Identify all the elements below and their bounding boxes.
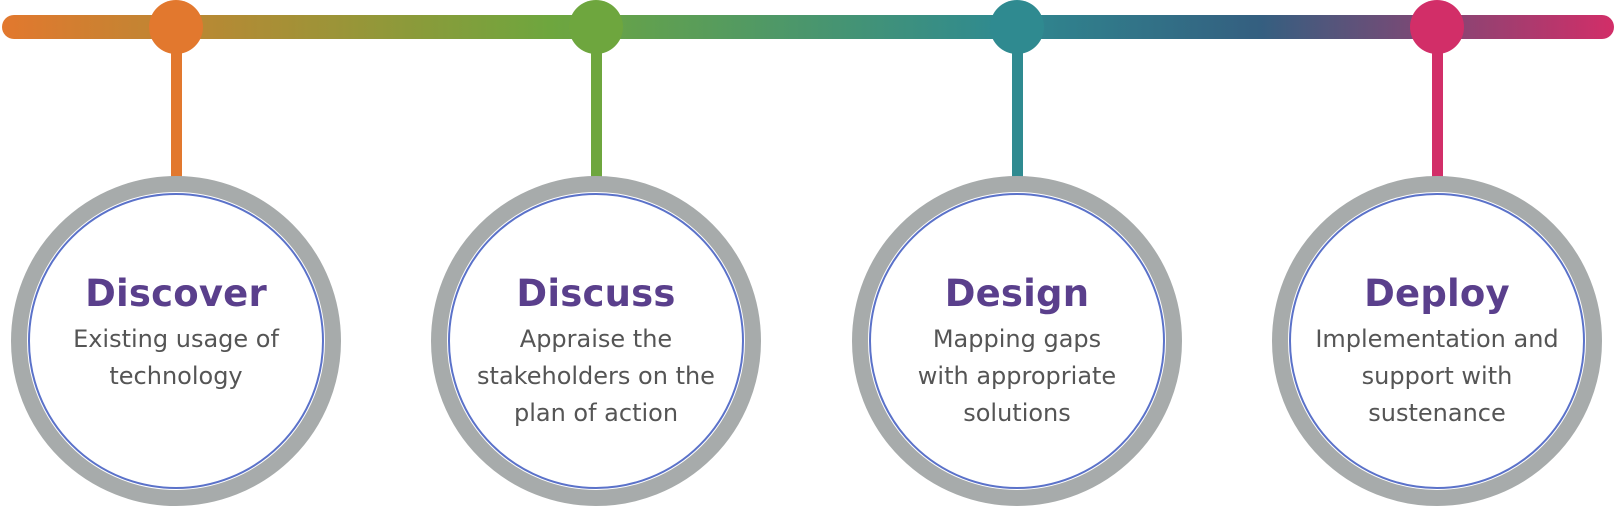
inner-border <box>448 193 744 489</box>
timeline-node <box>990 0 1044 54</box>
timeline-step-deploy <box>1272 0 1602 506</box>
description-line: sustenance <box>1368 399 1506 427</box>
timeline-bar <box>2 15 1614 39</box>
step-description: Mapping gaps with appropriate solutions <box>877 321 1157 432</box>
inner-border <box>1289 193 1585 489</box>
timeline-node <box>1410 0 1464 54</box>
description-line: solutions <box>963 399 1071 427</box>
step-discuss-text: Discuss Appraise the stakeholders on the… <box>456 270 736 432</box>
connector-stem <box>1012 40 1023 180</box>
connector-stem <box>171 40 182 180</box>
description-line: Appraise the <box>519 325 673 353</box>
step-title: Deploy <box>1364 272 1510 315</box>
description-line: Existing usage of <box>73 325 279 353</box>
description-line: plan of action <box>513 399 679 427</box>
description-line: technology <box>109 362 243 390</box>
timeline-step-discover <box>11 0 341 506</box>
description-line: Mapping gaps <box>932 325 1102 353</box>
step-title: Design <box>944 272 1090 315</box>
timeline-node <box>149 0 203 54</box>
description-line: with appropriate <box>917 362 1117 390</box>
timeline-node <box>569 0 623 54</box>
description-line: Implementation and <box>1315 325 1559 353</box>
step-design-text: Design Mapping gaps with appropriate sol… <box>877 270 1157 432</box>
step-title: Discuss <box>516 272 676 315</box>
description-line: support with <box>1361 362 1513 390</box>
step-description: Appraise the stakeholders on the plan of… <box>456 321 736 432</box>
step-title: Discover <box>85 272 267 315</box>
timeline-step-design <box>852 0 1182 506</box>
step-discover-text: Discover Existing usage of technology <box>36 270 316 395</box>
inner-border <box>869 193 1165 489</box>
connector-stem <box>591 40 602 180</box>
timeline-step-discuss <box>431 0 761 506</box>
step-deploy-text: Deploy Implementation and support with s… <box>1297 270 1577 432</box>
inner-border <box>28 193 324 489</box>
step-description: Implementation and support with sustenan… <box>1297 321 1577 432</box>
step-description: Existing usage of technology <box>36 321 316 395</box>
connector-stem <box>1432 40 1443 180</box>
description-line: stakeholders on the <box>477 362 715 390</box>
